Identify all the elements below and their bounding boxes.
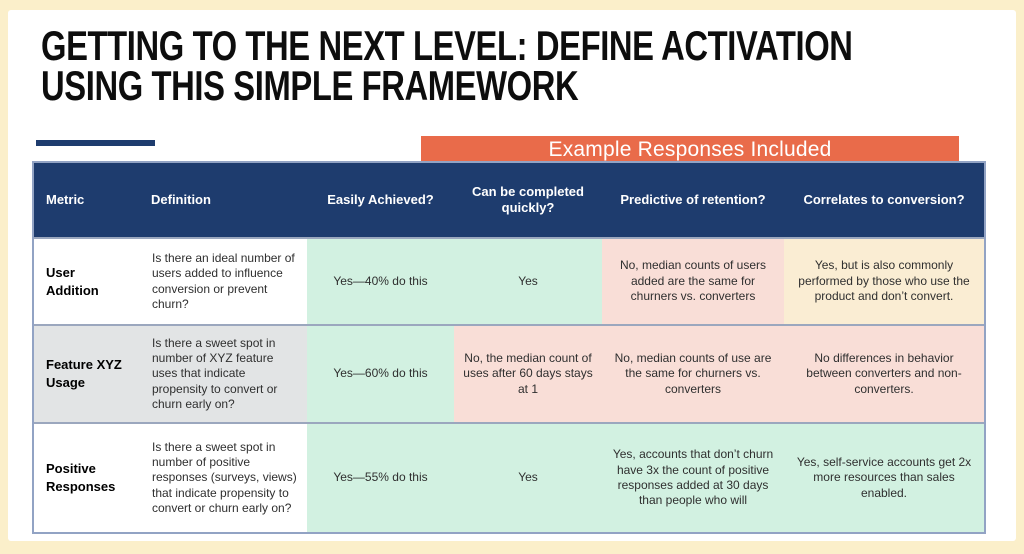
response-cell: Yes — [454, 422, 602, 532]
slide-background: GETTING TO THE NEXT LEVEL: DEFINE ACTIVA… — [8, 10, 1016, 541]
slide-title-line-2: USING THIS SIMPLE FRAMEWORK — [41, 62, 579, 109]
response-cell: Yes, self-service accounts get 2x more r… — [784, 422, 984, 532]
title-accent-dash — [36, 140, 155, 146]
column-header-predictive-retention: Predictive of retention? — [602, 163, 784, 237]
response-cell: Yes, accounts that don’t churn have 3x t… — [602, 422, 784, 532]
response-cell: No, median counts of use are the same fo… — [602, 324, 784, 422]
metric-cell: Feature XYZ Usage — [34, 324, 139, 422]
response-cell: Yes — [454, 237, 602, 324]
response-cell: No, median counts of users added are the… — [602, 237, 784, 324]
example-responses-banner-label: Example Responses Included — [548, 137, 832, 161]
column-header-easily-achieved: Easily Achieved? — [307, 163, 454, 237]
definition-cell: Is there an ideal number of users added … — [139, 237, 307, 324]
response-cell: Yes—55% do this — [307, 422, 454, 532]
column-header-metric: Metric — [34, 163, 139, 237]
slide-title-line-1: GETTING TO THE NEXT LEVEL: DEFINE ACTIVA… — [41, 22, 853, 69]
metric-cell: User Addition — [34, 237, 139, 324]
response-cell: Yes, but is also commonly performed by t… — [784, 237, 984, 324]
slide-title: GETTING TO THE NEXT LEVEL: DEFINE ACTIVA… — [41, 22, 853, 109]
column-header-completed-quickly: Can be completed quickly? — [454, 163, 602, 237]
definition-cell: Is there a sweet spot in number of posit… — [139, 422, 307, 532]
response-cell: Yes—40% do this — [307, 237, 454, 324]
example-responses-banner: Example Responses Included — [421, 136, 959, 163]
response-cell: No, the median count of uses after 60 da… — [454, 324, 602, 422]
activation-framework-table: Metric Definition Easily Achieved? Can b… — [32, 161, 986, 534]
response-cell: No differences in behavior between conve… — [784, 324, 984, 422]
metric-cell: Positive Responses — [34, 422, 139, 532]
column-header-definition: Definition — [139, 163, 307, 237]
column-header-correlates-conversion: Correlates to conversion? — [784, 163, 984, 237]
response-cell: Yes—60% do this — [307, 324, 454, 422]
definition-cell: Is there a sweet spot in number of XYZ f… — [139, 324, 307, 422]
